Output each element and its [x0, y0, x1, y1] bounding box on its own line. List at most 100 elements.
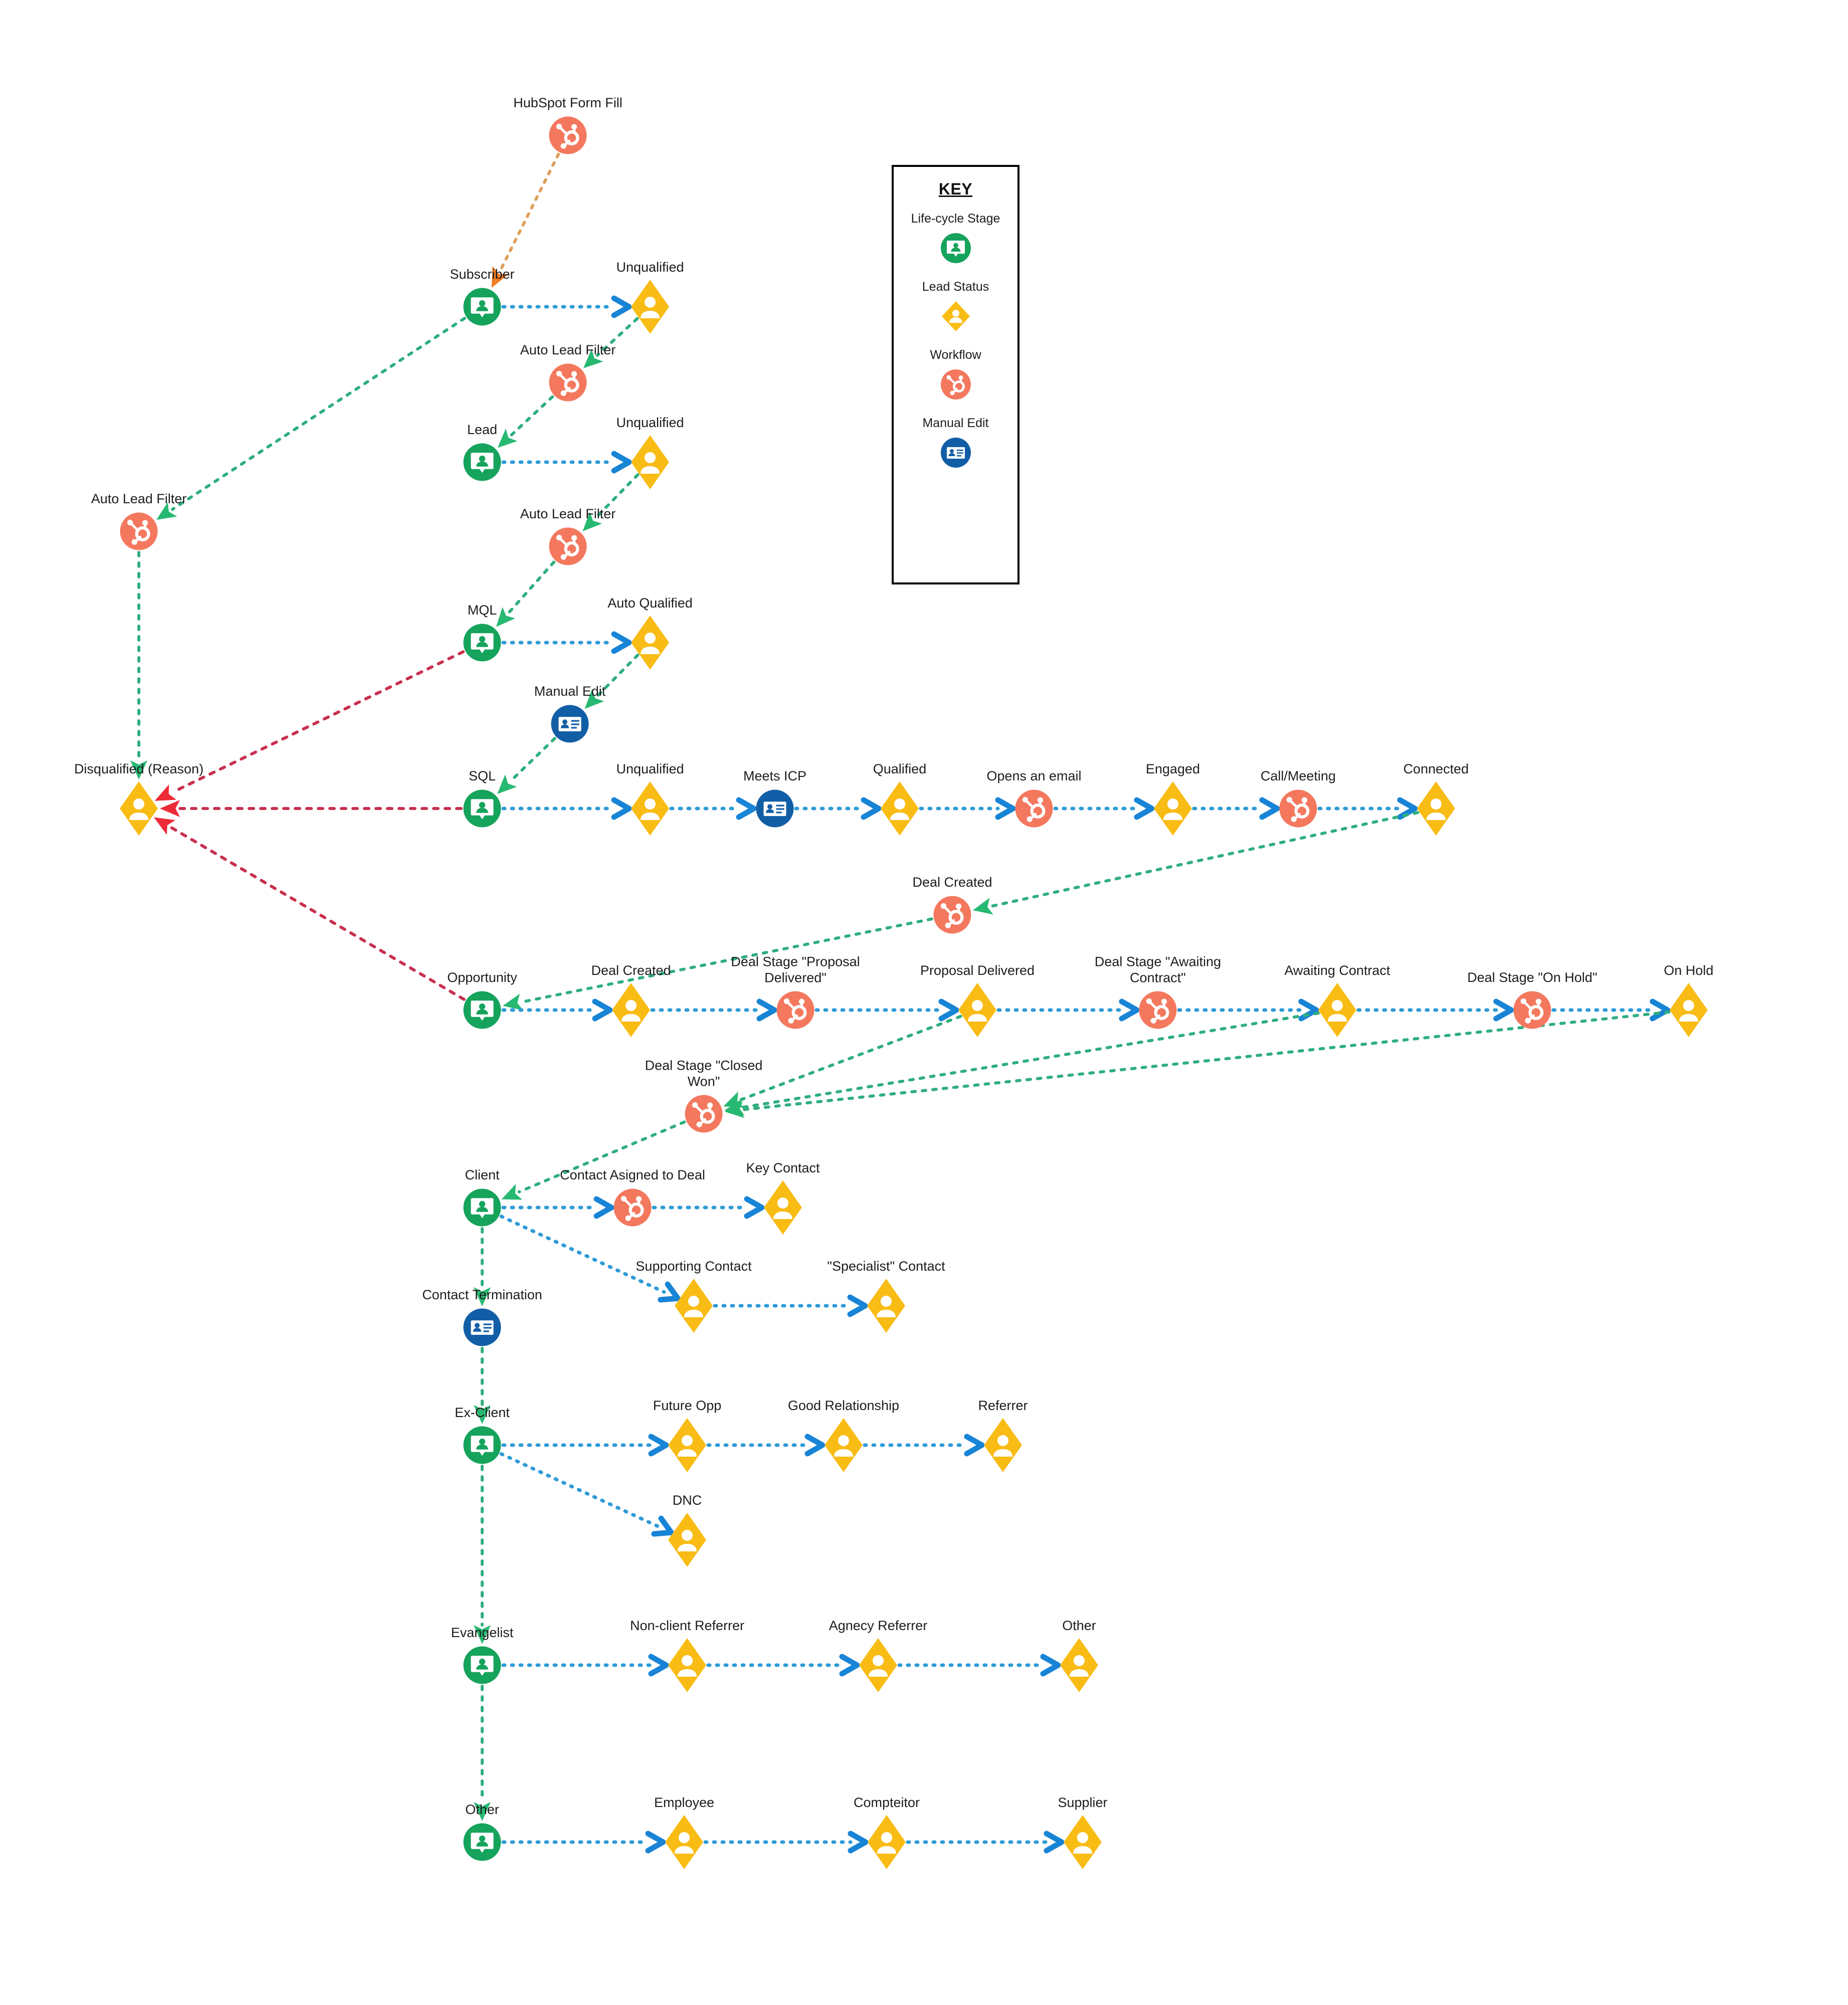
node-label-unqualified_sub: Unqualified — [616, 260, 684, 275]
node-label-mql: MQL — [467, 603, 497, 618]
node-subscriber[interactable] — [462, 287, 502, 327]
workflow-hubspot-icon — [1512, 990, 1552, 1030]
node-evangelist[interactable] — [462, 1645, 502, 1685]
arrowhead — [1044, 1831, 1065, 1854]
manual-edit-icon — [550, 704, 590, 744]
workflow-hubspot-icon — [940, 368, 972, 403]
workflow-hubspot-icon — [932, 895, 972, 935]
node-deal_created_wf[interactable] — [932, 895, 972, 935]
key-caption-workflow: Workflow — [930, 348, 981, 362]
node-referrer[interactable] — [982, 1417, 1023, 1473]
node-unqualified_lead[interactable] — [630, 434, 671, 490]
node-auto_lead_filter_3[interactable] — [119, 511, 159, 551]
node-lead[interactable] — [462, 442, 502, 482]
node-ds_closed_won[interactable] — [684, 1094, 724, 1134]
node-deal_created_ls[interactable] — [610, 982, 652, 1038]
edge-contact_assigned-to-key_contact — [652, 1196, 765, 1219]
lead-status-icon — [630, 434, 671, 490]
edge-client-to-contact_assigned — [501, 1196, 614, 1219]
node-engaged[interactable] — [1152, 780, 1193, 837]
node-auto_lead_filter_1[interactable] — [548, 362, 588, 403]
arrowhead — [995, 797, 1016, 820]
node-auto_lead_filter_2[interactable] — [548, 526, 588, 566]
node-disqualified[interactable] — [118, 780, 159, 837]
node-client[interactable] — [462, 1187, 502, 1228]
node-employee[interactable] — [664, 1814, 705, 1870]
node-label-hubspot_form_fill: HubSpot Form Fill — [513, 95, 623, 111]
node-label-auto_qualified: Auto Qualified — [607, 595, 693, 611]
lead-status-icon — [630, 279, 671, 335]
arrowhead — [1259, 797, 1280, 820]
node-ex_client[interactable] — [462, 1425, 502, 1465]
node-awaiting_contract[interactable] — [1317, 982, 1358, 1038]
edge-future_opp-to-good_relationship — [706, 1434, 826, 1457]
edge-mql-to-disqualified — [154, 650, 465, 801]
key-item-lifecycle-stage: Life-cycle Stage — [911, 212, 1000, 267]
arrowhead — [724, 1099, 745, 1116]
node-dnc[interactable] — [667, 1512, 708, 1568]
node-label-supporting_contact: Supporting Contact — [636, 1259, 752, 1274]
lead-status-icon — [610, 982, 652, 1038]
node-label-auto_lead_filter_1: Auto Lead Filter — [520, 342, 616, 358]
node-supporting_contact[interactable] — [673, 1278, 714, 1334]
key-legend: KEY Life-cycle Stage Lead Status — [892, 165, 1019, 584]
node-label-subscriber: Subscriber — [450, 267, 515, 282]
node-connected[interactable] — [1415, 780, 1457, 837]
node-meets_icp[interactable] — [755, 788, 795, 829]
node-unqualified_sub[interactable] — [630, 279, 671, 335]
node-auto_qualified[interactable] — [630, 615, 671, 671]
lifecycle-stage-icon — [462, 1425, 502, 1465]
arrowhead — [611, 295, 632, 318]
arrowhead — [973, 898, 993, 915]
node-good_relationship[interactable] — [823, 1417, 864, 1473]
node-unqualified_sql[interactable] — [630, 780, 671, 837]
node-ds_awaiting_contract[interactable] — [1138, 990, 1178, 1030]
manual-edit-icon — [755, 788, 795, 829]
node-proposal_delivered[interactable] — [957, 982, 998, 1038]
edge-other_lifecycle-to-employee — [501, 1831, 666, 1854]
node-future_opp[interactable] — [667, 1417, 708, 1473]
node-agency_referrer[interactable] — [858, 1637, 899, 1693]
node-key_contact[interactable] — [762, 1179, 803, 1236]
node-hubspot_form_fill[interactable] — [548, 115, 588, 155]
lead-status-icon — [667, 1417, 708, 1473]
node-competitor[interactable] — [866, 1814, 907, 1870]
node-label-call_meeting: Call/Meeting — [1260, 768, 1336, 784]
node-qualified[interactable] — [879, 780, 920, 837]
node-supplier[interactable] — [1062, 1814, 1103, 1870]
edge-sql-to-disqualified — [160, 800, 463, 817]
node-on_hold[interactable] — [1668, 982, 1709, 1038]
node-ds_proposal_delivered[interactable] — [775, 990, 815, 1030]
node-specialist_contact[interactable] — [866, 1278, 907, 1334]
node-label-proposal_delivered: Proposal Delivered — [920, 963, 1035, 978]
lead-status-icon — [664, 1814, 705, 1870]
node-non_client_referrer[interactable] — [667, 1637, 708, 1693]
lead-status-icon — [1668, 982, 1709, 1038]
node-label-contact_assigned: Contact Asigned to Deal — [560, 1167, 705, 1183]
node-contact_termination[interactable] — [462, 1307, 502, 1347]
node-manual_edit_1[interactable] — [550, 704, 590, 744]
arrowhead — [964, 1434, 985, 1457]
node-mql[interactable] — [462, 623, 502, 663]
lead-status-icon — [1152, 780, 1193, 837]
arrowhead — [736, 797, 757, 820]
arrowhead — [1650, 998, 1671, 1022]
lead-status-icon — [667, 1512, 708, 1568]
node-ds_on_hold[interactable] — [1512, 990, 1552, 1030]
edge-agency_referrer-to-other_status — [897, 1654, 1061, 1677]
node-sql[interactable] — [462, 788, 502, 829]
arrowhead — [645, 1831, 666, 1854]
key-item-lead-status: Lead Status — [922, 280, 989, 335]
node-label-opens_an_email: Opens an email — [986, 768, 1082, 784]
workflow-hubspot-icon — [1138, 990, 1178, 1030]
node-opens_an_email[interactable] — [1014, 788, 1054, 829]
node-contact_assigned[interactable] — [612, 1187, 653, 1228]
node-other_status[interactable] — [1059, 1637, 1100, 1693]
manual-edit-icon — [462, 1307, 502, 1347]
arrowhead — [611, 631, 632, 654]
node-other_lifecycle[interactable] — [462, 1822, 502, 1862]
node-opportunity[interactable] — [462, 990, 502, 1030]
key-caption-lifecycle-stage: Life-cycle Stage — [911, 212, 1000, 226]
node-call_meeting[interactable] — [1278, 788, 1318, 829]
arrowhead — [861, 797, 882, 820]
